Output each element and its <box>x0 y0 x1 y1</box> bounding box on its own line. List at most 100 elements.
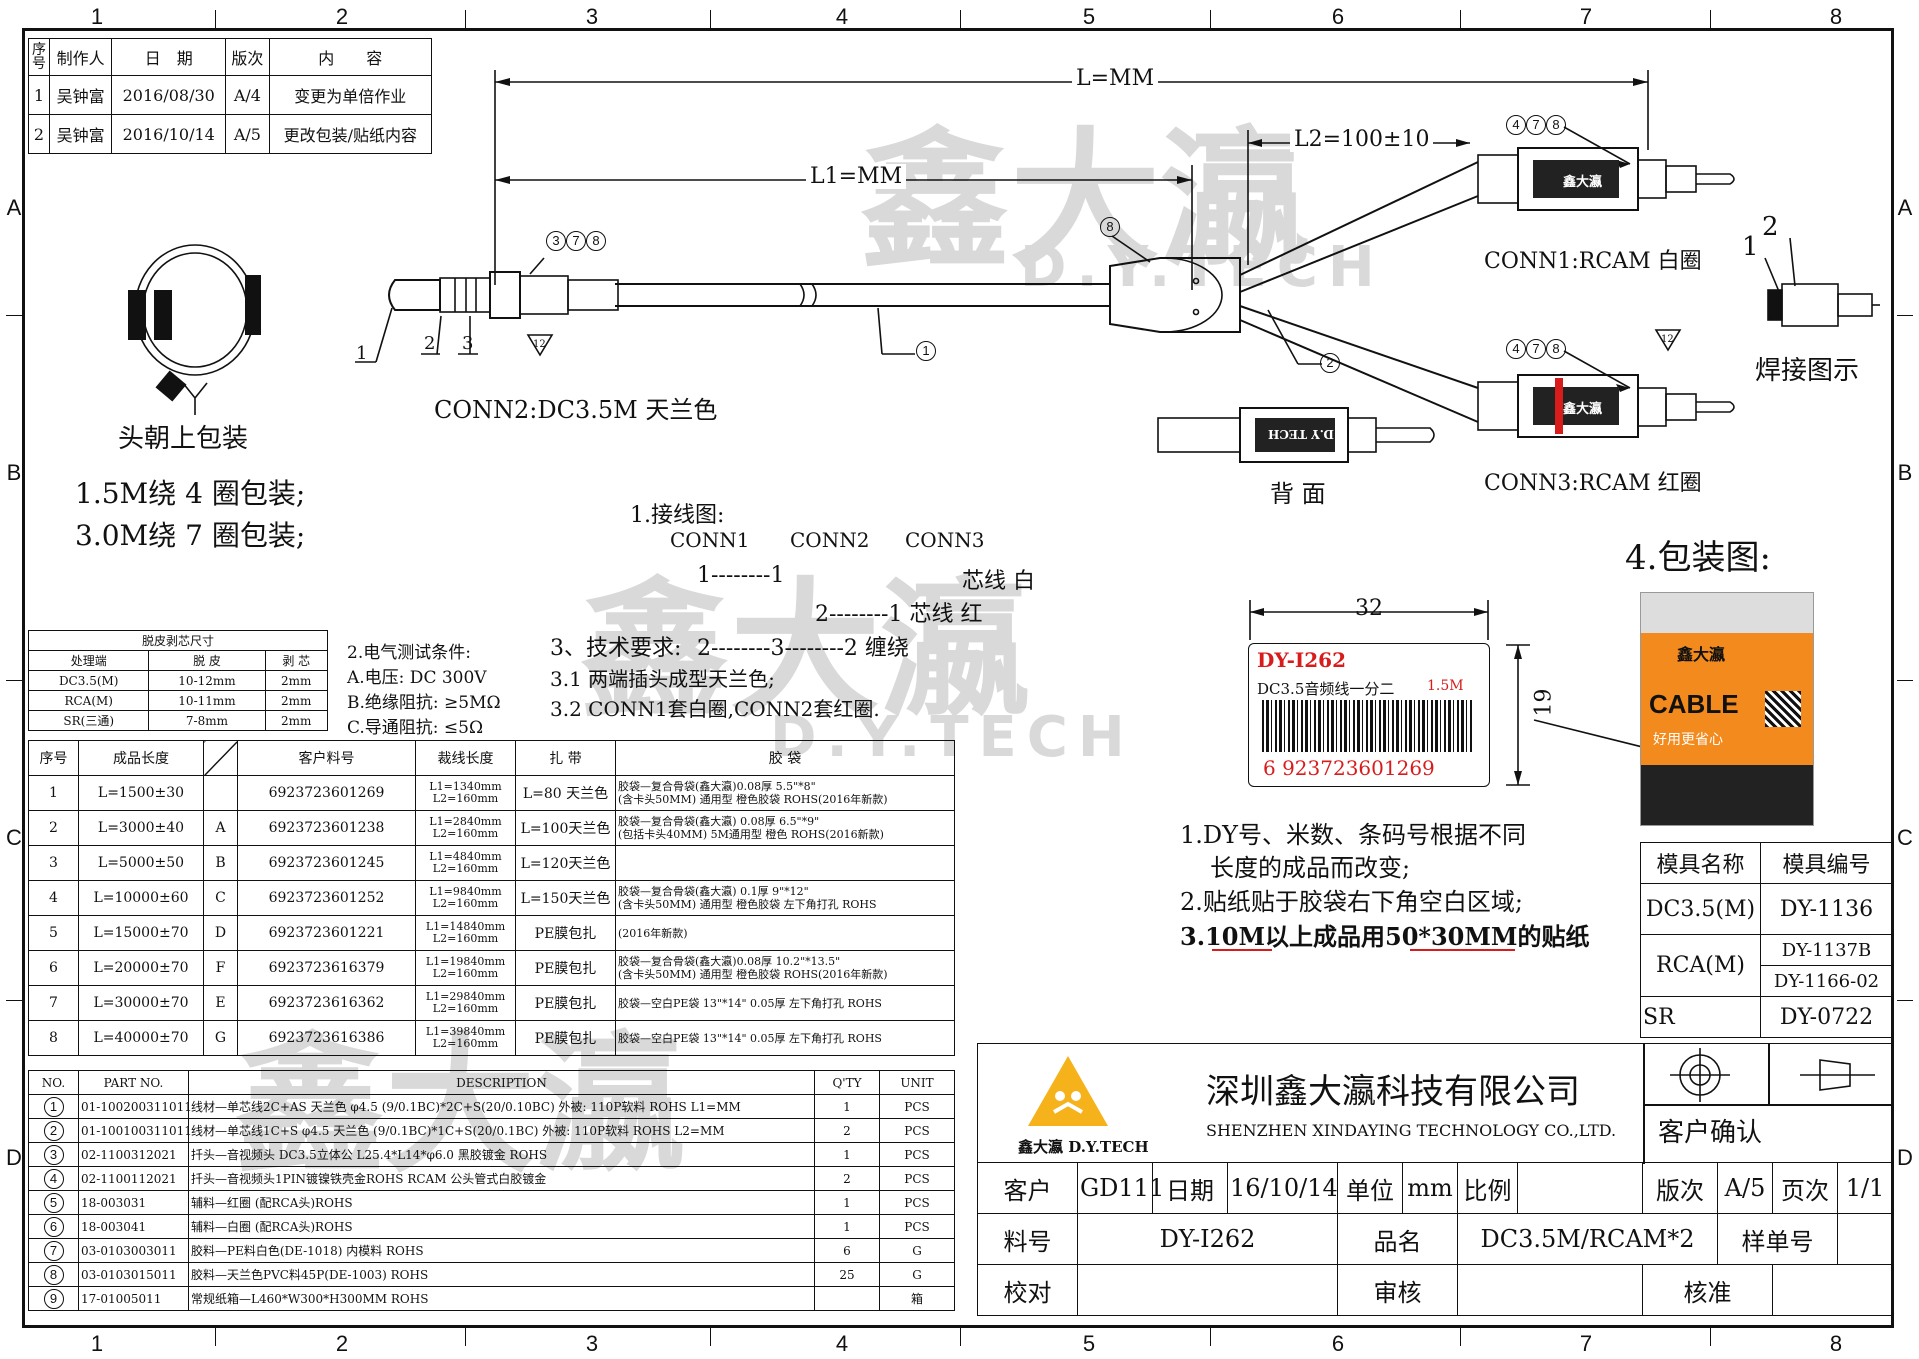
zone-col-label: 1 <box>90 4 104 29</box>
weld-title: 焊接图示 <box>1755 356 1860 386</box>
part-no-value: DY-I262 <box>1077 1213 1338 1265</box>
zone-tick <box>710 1328 711 1346</box>
title-block-header: 鑫大瀛 D.Y.TECH 深圳鑫大瀛科技有限公司 SHENZHEN XINDAY… <box>977 1043 1893 1164</box>
elec-title: 2.电气测试条件: <box>347 643 471 663</box>
package-card-image: 鑫大瀛 CABLE 好用更省心 <box>1640 592 1814 826</box>
tech-req-title: 3、技术要求: <box>550 636 682 661</box>
zone-row-label: A <box>6 195 22 220</box>
zone-tick <box>465 10 466 28</box>
rev-head-content: 内 容 <box>268 38 433 76</box>
product-name-label: 品名 <box>1337 1213 1458 1265</box>
sample-no-label: 样单号 <box>1717 1213 1838 1265</box>
sample-no-value <box>1837 1213 1893 1265</box>
wiring-head-conn2: CONN2 <box>790 528 870 552</box>
zone-row-label: D <box>1897 1145 1913 1170</box>
unit-label: 单位 <box>1337 1162 1403 1214</box>
elec-b: B.绝缘阻抗: ≥5MΩ <box>347 693 501 713</box>
pack-line-1: 1.5M绕 4 圈包装; <box>75 477 306 510</box>
zone-col-label: 6 <box>1331 4 1345 29</box>
wiring-head-conn3: CONN3 <box>905 528 985 552</box>
barcode-label: DY-I262 DC3.5音频线一分二 1.5M 6 923723601269 <box>1248 643 1490 787</box>
check-value <box>1077 1264 1338 1316</box>
zone-tick <box>1210 1328 1211 1346</box>
check-label: 校对 <box>977 1264 1078 1316</box>
card-qr <box>1765 691 1801 727</box>
approve-label: 核准 <box>1642 1264 1773 1316</box>
customer-confirm-label: 客户确认 <box>1658 1118 1763 1148</box>
zone-col-label: 6 <box>1331 1331 1345 1356</box>
wiring-row-1: 1--------1 <box>697 563 785 588</box>
zone-tick <box>6 680 22 681</box>
wiring-title: 1.接线图: <box>630 503 725 528</box>
version-label: 版次 <box>1642 1162 1718 1214</box>
rev-head-no: 序号 <box>28 38 50 76</box>
zone-tick <box>1897 1000 1913 1001</box>
company-name-cn: 深圳鑫大瀛科技有限公司 <box>1206 1072 1580 1112</box>
zone-tick <box>960 10 961 28</box>
approve-value <box>1772 1264 1893 1316</box>
label-dim-height: 19 <box>1531 688 1557 717</box>
wiring-row-2: 2--------1 芯线 红 <box>815 602 983 627</box>
mold-row: DY-1166-02 <box>1641 965 1893 997</box>
zone-row-label: B <box>1897 460 1913 485</box>
rev-head-date: 日 期 <box>111 38 227 76</box>
part-no-label: 料号 <box>977 1213 1078 1265</box>
elec-a: A.电压: DC 300V <box>347 668 487 688</box>
date-label: 日期 <box>1152 1162 1228 1214</box>
zone-tick <box>465 1328 466 1346</box>
conn2-label: CONN2:DC3.5M 天兰色 <box>434 396 718 424</box>
review-value <box>1457 1264 1643 1316</box>
plug-brand-top: 鑫大瀛 <box>1563 175 1603 190</box>
wiring-row-1-note: 芯线 白 <box>962 569 1035 594</box>
zone-tick <box>710 10 711 28</box>
zone-tick <box>960 1328 961 1346</box>
pin-label-1: 1 <box>356 343 368 364</box>
card-slogan: 好用更省心 <box>1653 732 1723 748</box>
card-cable-text: CABLE <box>1649 689 1739 719</box>
tech-req-2: 3.2 CONN1套白圈,CONN2套红圈. <box>550 697 880 721</box>
callout-1: 1 <box>916 340 936 361</box>
zone-col-label: 5 <box>1082 1331 1096 1356</box>
zone-tick <box>1897 315 1913 316</box>
zone-tick <box>6 315 22 316</box>
zone-col-label: 3 <box>585 1331 599 1356</box>
version-value: A/5 <box>1717 1162 1773 1214</box>
package-title: 4.包装图: <box>1625 538 1771 578</box>
zone-col-label: 8 <box>1829 4 1843 29</box>
label-dim-width: 32 <box>1355 596 1383 621</box>
weld-label-2: 2 <box>1762 212 1779 242</box>
scale-label: 比例 <box>1457 1162 1518 1214</box>
wiring-row-3: 2--------3--------2 缠绕 <box>697 636 909 661</box>
zone-col-label: 2 <box>335 4 349 29</box>
elec-c: C.导通阻抗: ≤5Ω <box>347 718 484 738</box>
zone-col-label: 2 <box>335 1331 349 1356</box>
zone-col-label: 5 <box>1082 4 1096 29</box>
label-desc: DC3.5音频线一分二 <box>1257 680 1395 698</box>
product-head-diagonal <box>203 740 238 776</box>
company-name-en: SHENZHEN XINDAYING TECHNOLOGY CO.,LTD. <box>1206 1121 1617 1140</box>
barcode-bars <box>1262 700 1474 752</box>
callout-2: 2 <box>1320 352 1340 373</box>
strip-title: 脱皮剥芯尺寸 <box>28 630 328 651</box>
zone-col-label: 4 <box>835 1331 849 1356</box>
label-length: 1.5M <box>1427 678 1464 694</box>
company-logo-icon <box>1028 1056 1108 1126</box>
product-name-value: DC3.5M/RCAM*2 <box>1457 1213 1718 1265</box>
zone-col-label: 7 <box>1579 1331 1593 1356</box>
zone-col-label: 1 <box>90 1331 104 1356</box>
warning-12-left: 12 <box>533 339 546 350</box>
